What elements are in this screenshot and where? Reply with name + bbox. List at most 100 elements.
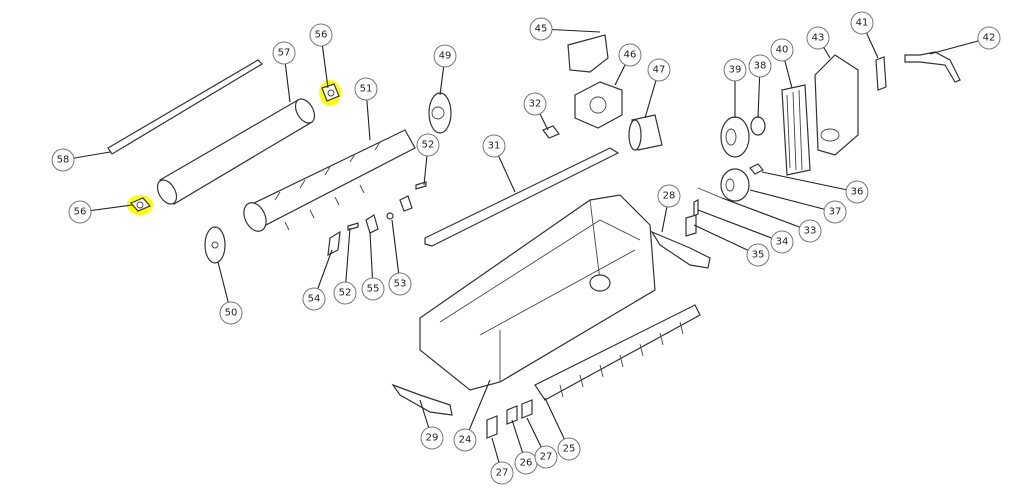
callout-38[interactable]: 38 [748,54,772,119]
part-26-plate[interactable] [506,405,518,425]
callout-number: 31 [488,141,501,152]
part-24-main-frame[interactable] [419,194,656,391]
callout-52[interactable]: 52 [333,227,357,305]
callout-27[interactable]: 27 [490,437,514,485]
callout-56[interactable]: 56 [68,200,133,224]
part-31-bar[interactable] [424,147,620,247]
callout-number: 46 [624,50,637,61]
part-32-clip[interactable] [542,125,560,139]
callout-number: 36 [851,187,864,198]
callout-34[interactable]: 34 [697,209,794,254]
part-34-bracket[interactable] [693,199,699,217]
callout-49[interactable]: 49 [433,44,457,96]
part-37-pulley[interactable] [720,168,750,202]
callout-number: 45 [535,24,548,35]
callout-bubble [657,184,681,208]
callout-37[interactable]: 37 [749,189,847,224]
leader-line [749,189,836,213]
part-40-belts[interactable] [781,84,811,176]
callout-bubble [845,180,869,204]
leader-line [697,209,783,243]
callout-58[interactable]: 58 [51,148,111,172]
callout-26[interactable]: 26 [511,419,538,475]
part-56-bearing-left[interactable] [129,197,152,212]
callout-41[interactable]: 41 [850,11,879,59]
callout-24[interactable]: 24 [453,379,491,452]
callout-bubble [354,77,378,101]
callout-53[interactable]: 53 [388,219,412,296]
callout-42[interactable]: 42 [929,26,1001,55]
part-56-bearing-top[interactable] [321,83,340,102]
callout-bubble [770,38,794,62]
callout-number: 25 [563,444,576,455]
part-38-hub[interactable] [750,116,766,136]
callout-number: 26 [520,458,533,469]
leader-line [721,197,811,232]
callout-57[interactable]: 57 [272,41,296,103]
callout-54[interactable]: 54 [302,249,333,311]
part-47-coupling[interactable] [628,114,663,151]
callout-number: 52 [339,288,352,299]
leader-line [693,224,759,256]
callout-52[interactable]: 52 [416,133,440,186]
callout-27[interactable]: 27 [526,417,558,469]
callout-31[interactable]: 31 [482,134,516,193]
callout-43[interactable]: 43 [806,26,831,59]
part-51-rotor-shaft[interactable] [240,129,416,235]
callout-number: 38 [754,61,767,72]
callout-35[interactable]: 35 [693,224,770,267]
callout-number: 53 [394,279,407,290]
callout-bubble [723,58,747,82]
part-27-plate-2[interactable] [521,399,533,419]
callout-39[interactable]: 39 [723,58,747,118]
part-41-bracket[interactable] [875,56,887,91]
callout-bubble [647,58,671,82]
part-57-roller[interactable] [154,96,319,208]
part-50-disc[interactable] [204,226,226,264]
part-58-strip[interactable] [107,59,263,155]
callout-47[interactable]: 47 [644,58,671,119]
part-43-cover[interactable] [814,54,859,156]
part-49-flange[interactable] [428,92,452,134]
callout-25[interactable]: 25 [544,397,581,461]
callout-number: 35 [752,250,765,261]
part-29-skid[interactable] [391,383,453,416]
callout-51[interactable]: 51 [354,77,378,141]
part-46-gearbox[interactable] [574,81,623,129]
callout-36[interactable]: 36 [761,171,869,204]
part-33-bolt[interactable] [697,187,723,199]
callout-46[interactable]: 46 [614,43,642,86]
part-53-bracket[interactable] [399,195,413,212]
part-45-bracket[interactable] [567,34,609,73]
callout-40[interactable]: 40 [770,38,794,89]
part-28-skid[interactable] [650,230,711,269]
callout-56[interactable]: 56 [309,23,333,89]
part-27-plate[interactable] [486,415,498,439]
part-55-blade[interactable] [365,214,379,234]
callout-32[interactable]: 32 [523,92,549,131]
callout-45[interactable]: 45 [529,17,601,41]
callout-bubble [388,272,412,296]
callout-55[interactable]: 55 [361,231,385,301]
callout-number: 27 [540,452,553,463]
part-35-plate[interactable] [685,214,697,237]
callout-29[interactable]: 29 [419,399,444,450]
part-53-nut[interactable] [386,212,394,220]
part-54-blade[interactable] [327,230,341,257]
part-25-deflector[interactable] [534,304,701,401]
callout-28[interactable]: 28 [657,184,681,233]
callout-50[interactable]: 50 [217,261,243,325]
callout-bubble [529,17,553,41]
part-39-pulley[interactable] [720,116,750,158]
part-36-tensioner[interactable] [749,163,764,175]
callout-33[interactable]: 33 [721,197,822,243]
callout-number: 47 [653,65,666,76]
callout-number: 40 [776,45,789,56]
part-52-bolt-upper[interactable] [415,181,427,190]
callout-bubble [333,281,357,305]
callout-number: 27 [496,468,509,479]
callout-bubble [557,437,581,461]
part-42-bracket[interactable] [904,51,961,83]
